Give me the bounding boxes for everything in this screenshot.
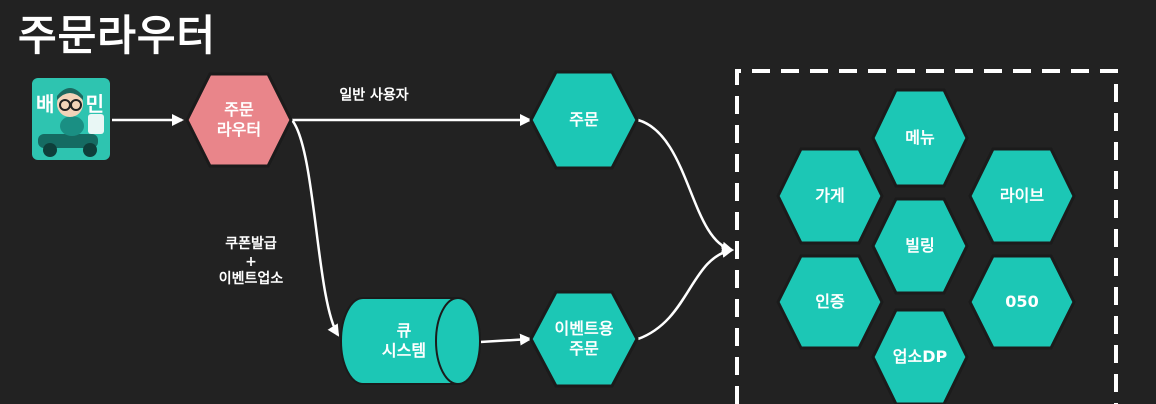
arrow-queue-to-event-order <box>479 333 532 346</box>
queue-label: 큐 시스템 <box>382 321 426 361</box>
coupon-label-line3: 이벤트업소 <box>218 270 284 287</box>
page-title: 주문라우터 <box>18 11 217 60</box>
event-order-label-line2: 주문 <box>569 339 599 358</box>
baemin-rider-icon <box>38 88 104 157</box>
order-router-node <box>185 72 293 168</box>
service-shop-dp-node <box>871 308 969 404</box>
event-order-node <box>529 290 639 388</box>
service-auth-label: 인증 <box>815 292 845 311</box>
event-order-label: 이벤트용 주문 <box>555 319 614 359</box>
service-live-label: 라이브 <box>999 186 1045 205</box>
service-auth-node <box>776 254 884 350</box>
service-store-node <box>776 147 884 245</box>
order-router-label: 주문 라우터 <box>217 100 261 140</box>
service-live-node <box>968 147 1076 245</box>
service-050-label: 050 <box>1005 292 1039 311</box>
service-050-node <box>968 254 1076 350</box>
service-menu-node <box>871 88 969 188</box>
arrow-order-to-services <box>637 118 734 254</box>
event-order-label-line1: 이벤트용 <box>554 319 614 338</box>
order-router-label-line2: 라우터 <box>216 120 262 139</box>
order-router-label-line1: 주문 <box>224 100 254 119</box>
general-user-label: 일반 사용자 <box>339 87 409 104</box>
baemin-app-icon: 배 민 <box>32 78 110 160</box>
queue-cylinder <box>340 297 481 385</box>
order-label: 주문 <box>569 110 599 129</box>
order-node <box>529 70 639 170</box>
coupon-event-label: 쿠폰발급 + 이벤트업소 <box>219 236 283 289</box>
app-icon-label-right: 민 <box>85 92 104 116</box>
coupon-label-line1: 쿠폰발급 <box>225 235 277 252</box>
service-store-label: 가게 <box>815 186 845 205</box>
service-boundary <box>735 69 1118 404</box>
service-billing-label: 빌링 <box>905 236 935 255</box>
arrow-router-to-queue <box>291 119 340 337</box>
queue-label-line2: 시스템 <box>381 341 427 360</box>
app-icon-label-left: 배 <box>36 92 55 116</box>
queue-label-line1: 큐 <box>396 321 412 340</box>
service-shop-dp-label: 업소DP <box>892 347 948 366</box>
coupon-label-line2: + <box>245 253 257 270</box>
arrow-event-order-to-services <box>637 245 734 341</box>
service-billing-node <box>871 197 969 295</box>
service-menu-label: 메뉴 <box>905 128 935 147</box>
